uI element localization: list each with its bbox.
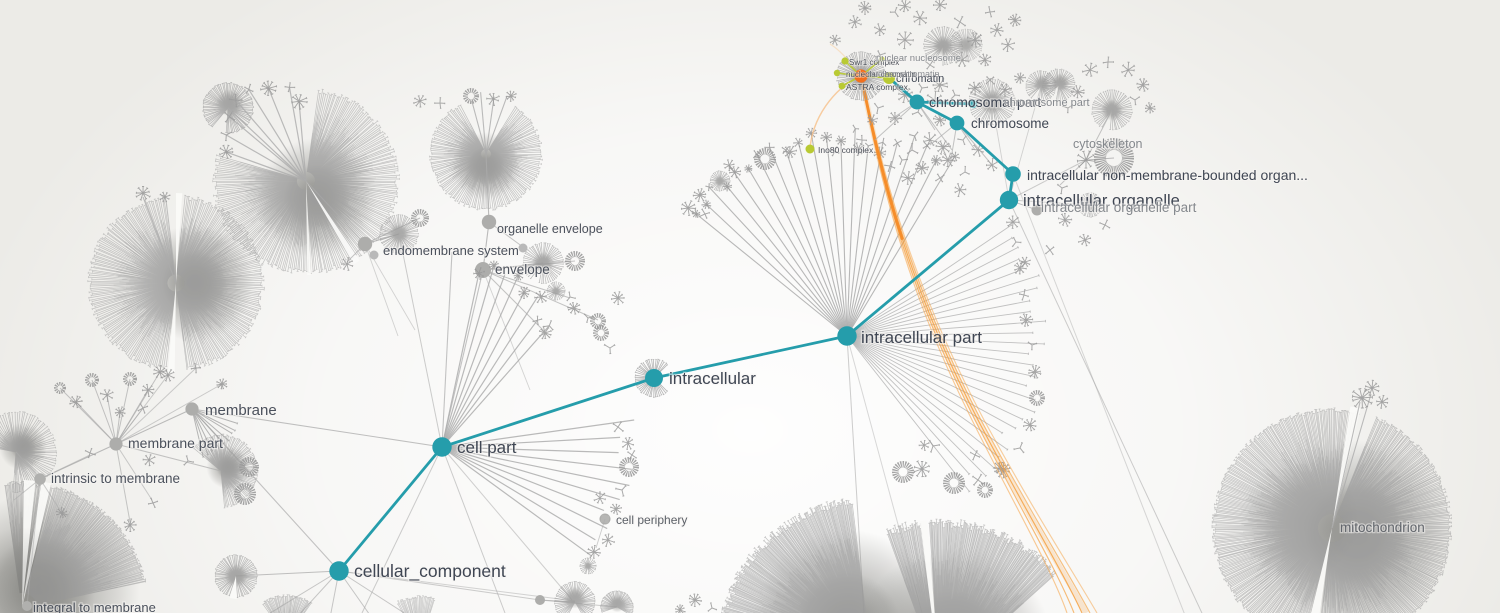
svg-text:integral to membrane: integral to membrane (33, 600, 156, 613)
svg-text:endomembrane system: endomembrane system (383, 243, 519, 258)
svg-text:ASTRA complex: ASTRA complex (846, 82, 909, 92)
svg-text:envelope: envelope (495, 262, 550, 277)
svg-text:intracellular part: intracellular part (861, 328, 982, 347)
svg-text:cell part: cell part (457, 438, 517, 457)
svg-text:chromosomal part: chromosomal part (929, 94, 1041, 110)
svg-text:intracellular organelle part: intracellular organelle part (1041, 200, 1197, 215)
svg-text:membrane: membrane (205, 402, 277, 419)
svg-text:organelle envelope: organelle envelope (497, 222, 603, 236)
svg-text:membrane part: membrane part (128, 435, 223, 451)
svg-text:nuclear chromatin: nuclear chromatin (868, 69, 940, 79)
svg-text:Ino80 complex: Ino80 complex (818, 145, 874, 155)
svg-text:chromosome: chromosome (971, 116, 1049, 131)
svg-text:mitochondrion: mitochondrion (1340, 520, 1425, 535)
svg-text:chromatin: chromatin (896, 73, 944, 85)
svg-text:intracellular: intracellular (669, 369, 756, 388)
svg-text:chromosome part: chromosome part (1004, 97, 1090, 109)
svg-text:Swr1 complex: Swr1 complex (849, 58, 899, 67)
svg-text:cellular_component: cellular_component (354, 561, 506, 582)
svg-text:cytoskeleton: cytoskeleton (1073, 137, 1143, 151)
svg-text:intrinsic to membrane: intrinsic to membrane (51, 471, 180, 486)
svg-text:nuclear nucleosome: nuclear nucleosome (876, 53, 961, 64)
svg-text:intracellular organelle: intracellular organelle (1023, 192, 1180, 210)
svg-text:intracellular non-membrane-bou: intracellular non-membrane-bounded organ… (1027, 167, 1308, 183)
svg-text:nucleolar chromatin: nucleolar chromatin (846, 70, 916, 79)
svg-text:cell periphery: cell periphery (616, 513, 687, 527)
